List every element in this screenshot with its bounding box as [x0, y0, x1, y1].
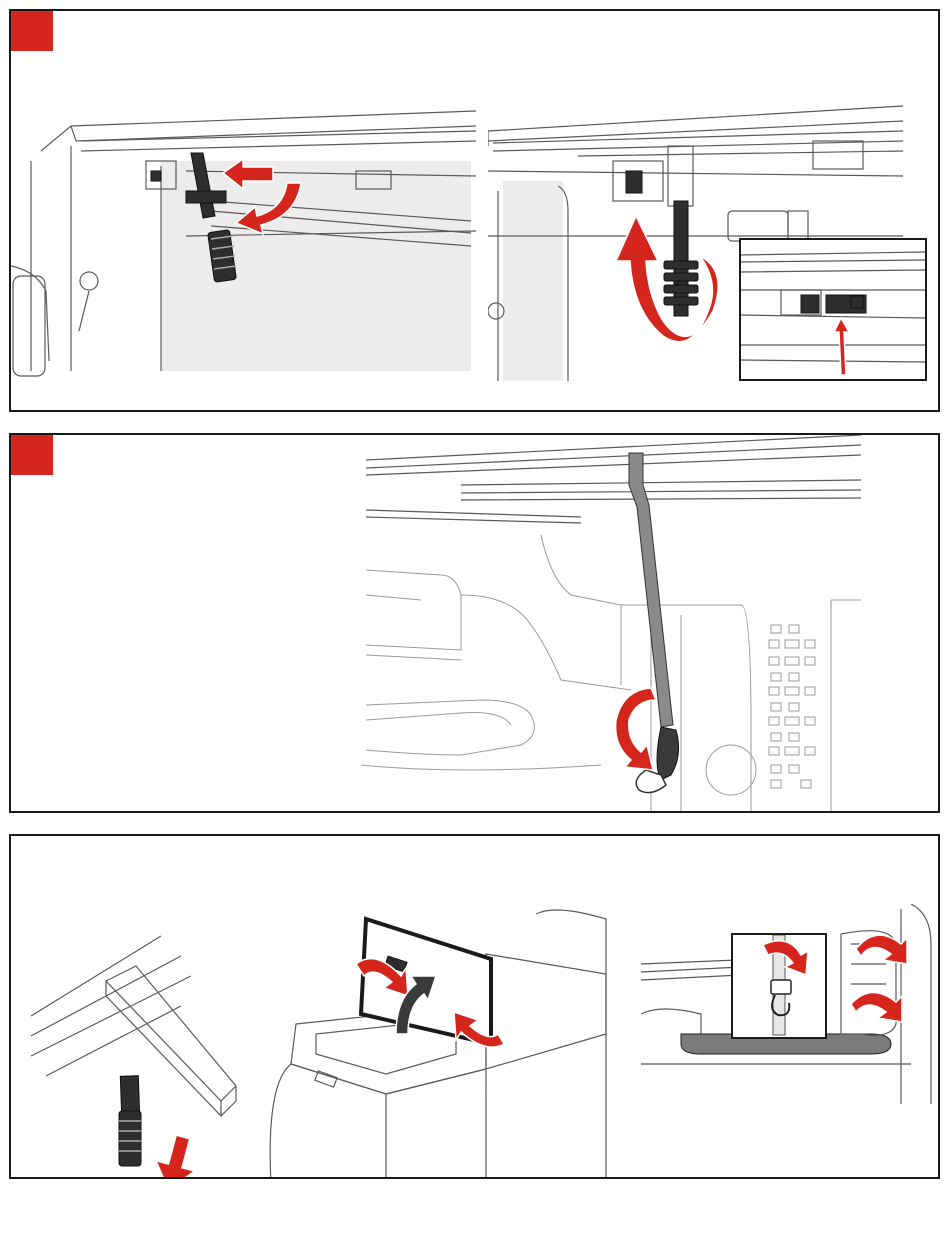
arrow-hook-rotate: [616, 688, 656, 770]
step-panel-1: [9, 9, 940, 412]
figure-clamp-push-down: [21, 926, 251, 1179]
arrow-roll-bottom: [851, 992, 902, 1022]
step-2-badge: [11, 435, 53, 475]
arrow-push-down: [149, 1132, 202, 1179]
arrow-roll-top: [856, 935, 907, 964]
strap-buckle-inset: [731, 933, 827, 1039]
bed-hole-pattern: [769, 625, 815, 788]
step-panel-3: [9, 834, 940, 1179]
figure-strap-hook-attach: [361, 435, 861, 813]
step-panel-2: [9, 433, 940, 813]
figure-cover-unroll: [256, 904, 616, 1179]
figure-rail-clamp-removal: [11, 11, 476, 381]
clamp-detail-inset: [739, 238, 927, 381]
arrow-push-up: [834, 318, 849, 375]
